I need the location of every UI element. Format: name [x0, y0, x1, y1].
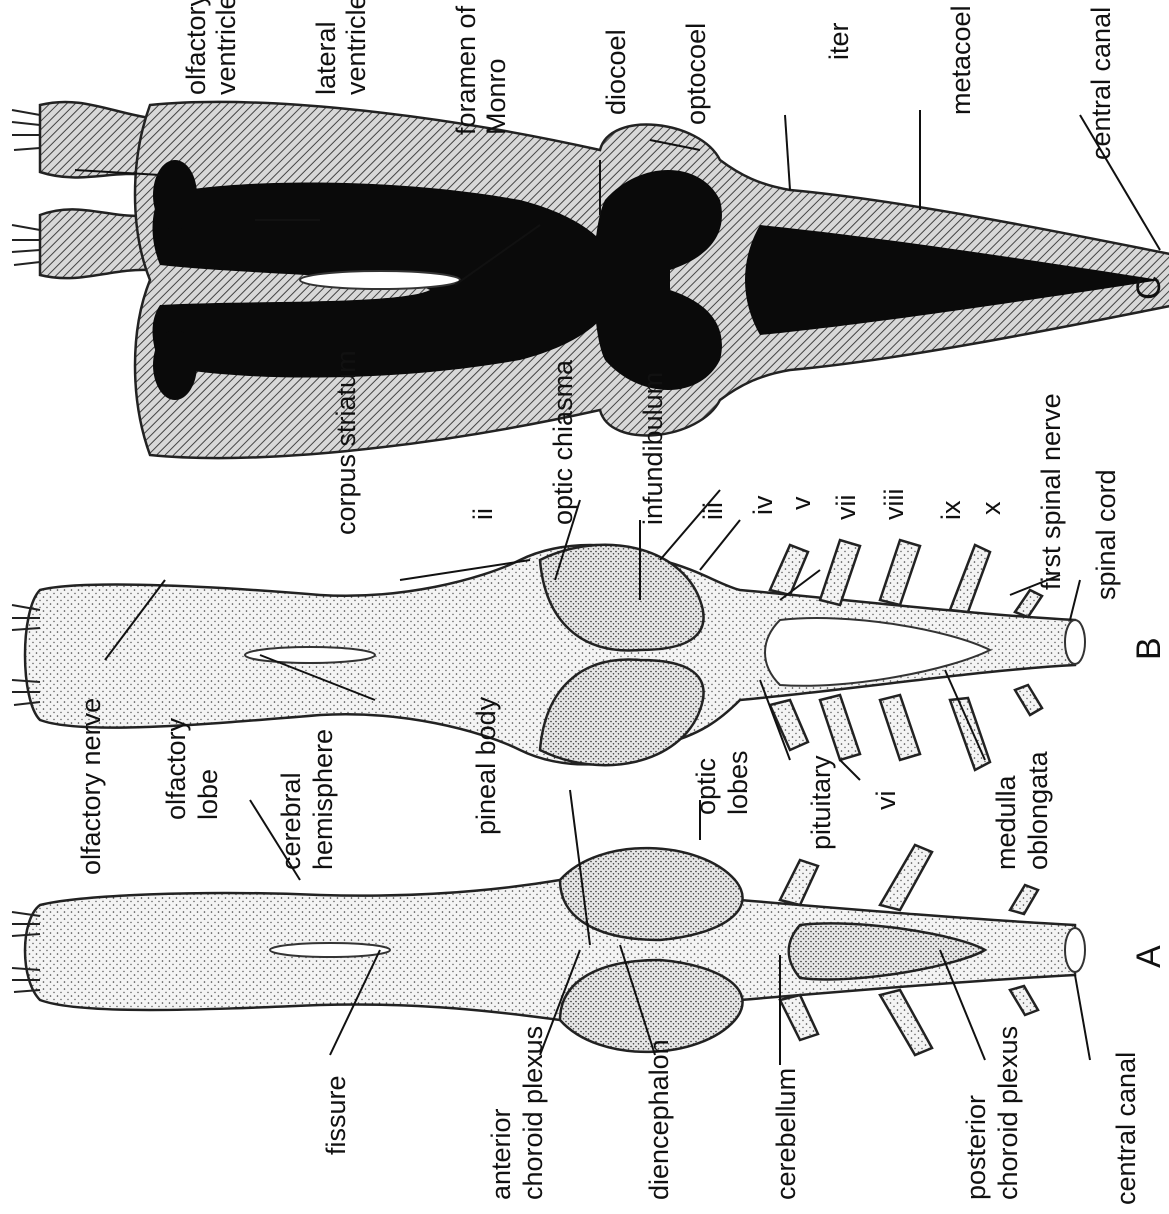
label-foramen-of-monro: foramen ofMonro — [451, 5, 511, 135]
label-viii: viii — [879, 489, 909, 521]
label-figure-b: B — [1130, 637, 1168, 660]
label-cerebral-hemisphere: cerebralhemisphere — [276, 729, 338, 870]
label-optic-lobes: opticlobes — [691, 750, 753, 815]
label-cerebellum: cerebellum — [771, 1068, 801, 1200]
label-infundibulum: infundibulum — [638, 372, 668, 525]
label-ix: ix — [936, 500, 966, 520]
label-corpus-striatum: corpus striatum — [331, 350, 361, 535]
label-metacoel: metacoel — [946, 5, 976, 115]
label-olfactory-nerve: olfactory nerve — [76, 698, 106, 875]
label-figure-a: A — [1130, 945, 1168, 968]
label-olfactory-ventricle: olfactoryventricle — [181, 0, 241, 95]
label-figure-c: C — [1130, 275, 1168, 300]
label-posterior-choroid-plexus: posteriorchoroid plexus — [961, 1026, 1023, 1200]
label-vi: vi — [871, 791, 901, 811]
label-x: x — [976, 501, 1006, 515]
label-central-canal-c: central canal — [1086, 7, 1116, 160]
label-lateral-ventricle: lateralventricle — [311, 0, 371, 95]
label-pituitary: pituitary — [806, 755, 836, 850]
label-diencephalon: diencephalon — [644, 1039, 674, 1200]
label-v: v — [786, 496, 816, 510]
figure-a-brain — [12, 845, 1085, 1055]
label-fissure: fissure — [321, 1075, 351, 1155]
label-optic-chiasma: optic chiasma — [548, 359, 578, 525]
label-pineal-body: pineal body — [471, 696, 501, 835]
label-iii: iii — [698, 502, 728, 520]
label-spinal-cord: spinal cord — [1091, 469, 1121, 600]
label-first-spinal-nerve: first spinal nerve — [1036, 393, 1066, 590]
label-central-canal-a: central canal — [1111, 1052, 1141, 1205]
label-iter: iter — [824, 22, 854, 60]
label-vii: vii — [831, 495, 861, 521]
label-iv: iv — [748, 495, 778, 515]
label-ii: ii — [468, 508, 498, 520]
label-olfactory-lobe: olfactorylobe — [161, 717, 223, 820]
label-diocoel: diocoel — [601, 29, 631, 115]
figure-c-brain — [12, 102, 1169, 458]
label-medulla-oblongata: medullaoblongata — [991, 750, 1053, 870]
label-anterior-choroid-plexus: anteriorchoroid plexus — [486, 1026, 548, 1200]
label-optocoel: optocoel — [681, 23, 711, 125]
